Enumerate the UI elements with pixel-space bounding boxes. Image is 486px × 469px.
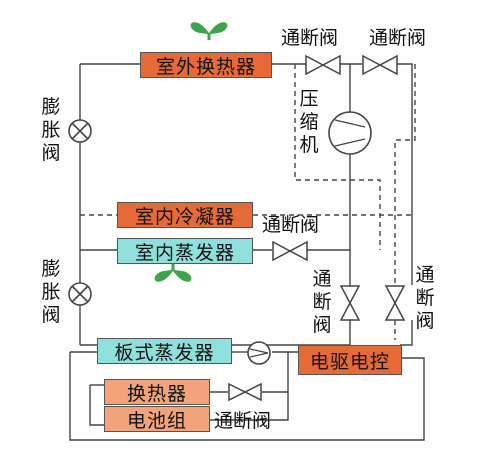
expansion-valve-label: 膨胀阀 bbox=[41, 96, 61, 164]
valve-icon bbox=[228, 382, 262, 402]
valve-icon bbox=[384, 285, 406, 321]
shutoff-valve-label: 通断阀 bbox=[415, 264, 435, 332]
expansion-valve-label: 膨胀阀 bbox=[41, 258, 61, 326]
indoor-evaporator: 室内蒸发器 bbox=[117, 238, 253, 264]
plate-evaporator: 板式蒸发器 bbox=[97, 338, 232, 364]
motor-controller: 电驱电控 bbox=[298, 345, 402, 375]
expansion-valve-icon bbox=[68, 119, 92, 143]
compressor-label: 压缩机 bbox=[299, 88, 319, 156]
fan-icon bbox=[154, 264, 192, 282]
battery-pack: 电池组 bbox=[104, 406, 210, 432]
expansion-valve-icon bbox=[68, 282, 92, 306]
shutoff-valve-label: 通断阀 bbox=[312, 268, 332, 336]
shutoff-valve-label: 通断阀 bbox=[262, 214, 320, 236]
valve-icon bbox=[362, 54, 398, 76]
fan-icon bbox=[190, 22, 228, 40]
shutoff-valve-label: 通断阀 bbox=[214, 410, 272, 432]
shutoff-valve-label: 通断阀 bbox=[281, 27, 339, 49]
indoor-condenser: 室内冷凝器 bbox=[117, 202, 253, 228]
pump-icon bbox=[247, 341, 271, 365]
valve-icon bbox=[272, 240, 308, 262]
valve-icon bbox=[339, 285, 361, 321]
valve-icon bbox=[305, 54, 341, 76]
compressor-icon bbox=[328, 111, 372, 155]
shutoff-valve-label: 通断阀 bbox=[369, 27, 427, 49]
heat-exchanger: 换热器 bbox=[104, 379, 210, 405]
outdoor-heat-exchanger: 室外换热器 bbox=[140, 52, 272, 78]
